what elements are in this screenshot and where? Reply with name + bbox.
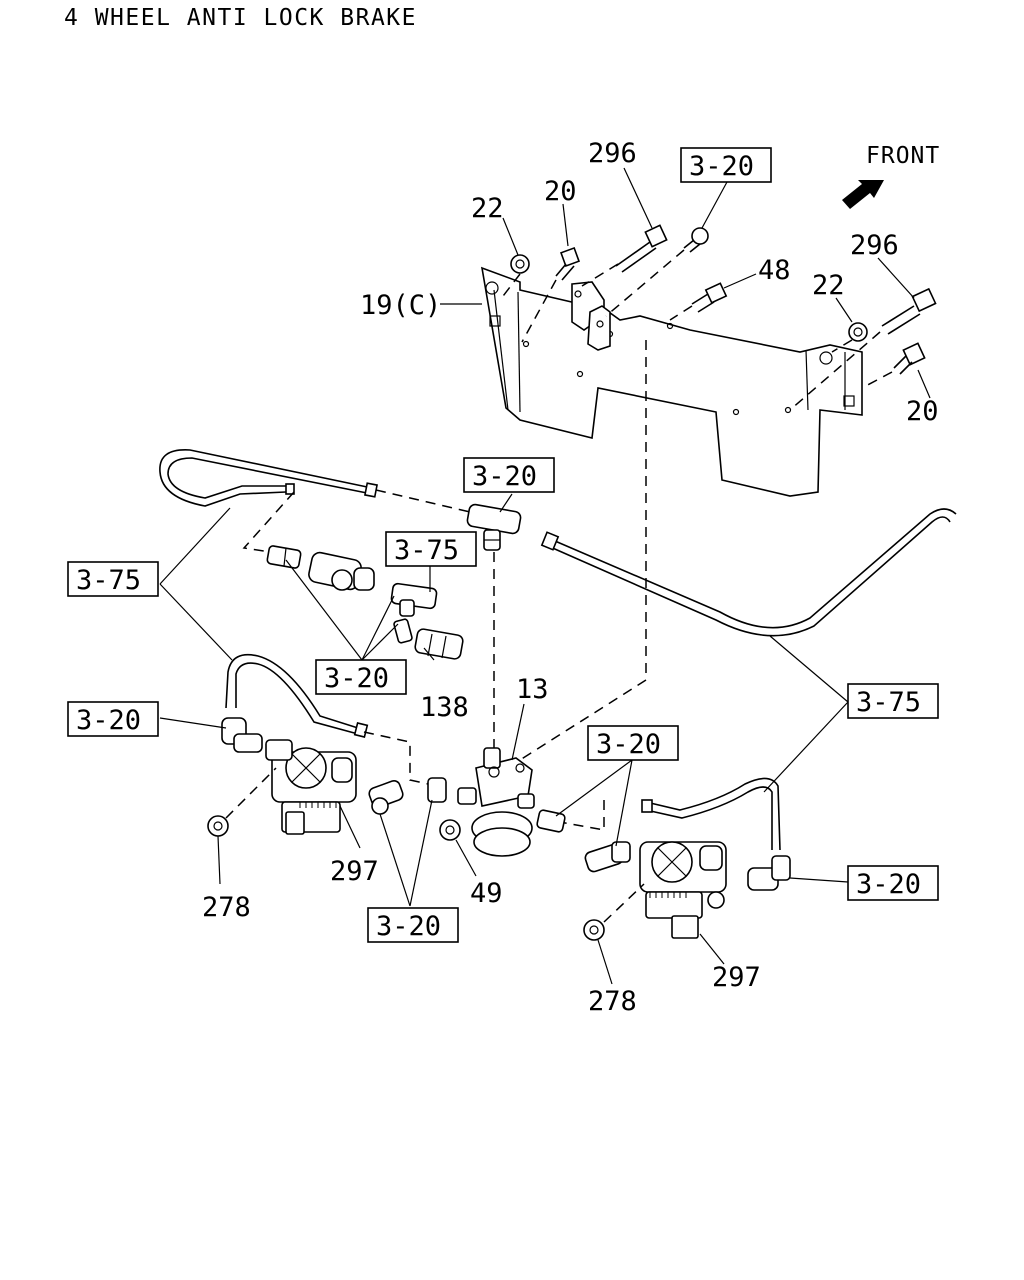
ref-box-3-75-right[interactable]: 3-75: [847, 683, 939, 719]
bolt-20-upper: [555, 247, 580, 281]
ref-3-20-right-low: 3-20: [856, 869, 921, 900]
ref-3-75-center: 3-75: [394, 535, 459, 566]
bolt-296-right: [881, 287, 937, 335]
tee-fitting-center: [390, 582, 438, 617]
nut-278-right: [583, 919, 605, 941]
label-19c: 19(C): [360, 290, 441, 321]
nut-278-left: [207, 815, 229, 837]
ref-3-75-right: 3-75: [856, 687, 921, 718]
elbow-fitting-right-right: [747, 855, 791, 891]
ref-3-75-left: 3-75: [76, 565, 141, 596]
ref-3-20-bottom: 3-20: [376, 911, 441, 942]
ref-3-20-left: 3-20: [76, 705, 141, 736]
ref-box-3-20-fittings[interactable]: 3-20: [315, 659, 407, 695]
ref-box-3-20-right-mid[interactable]: 3-20: [587, 725, 679, 761]
relay-valve-13: [457, 747, 535, 857]
label-22-right: 22: [812, 270, 845, 301]
bolt-3-20-upper: [683, 227, 709, 253]
fitting-straight-left: [266, 545, 302, 569]
label-278-left: 278: [202, 892, 251, 923]
label-49: 49: [470, 878, 503, 909]
label-296-right: 296: [850, 230, 899, 261]
ref-3-20-right-mid: 3-20: [596, 729, 661, 760]
label-297-left: 297: [330, 856, 379, 887]
diagram-title: 4 WHEEL ANTI LOCK BRAKE: [64, 5, 417, 31]
label-48: 48: [758, 255, 791, 286]
front-arrow-icon: [842, 180, 884, 209]
pipe-long-right: [540, 508, 957, 637]
elbow-fitting-right-left: [584, 841, 631, 873]
label-22-top: 22: [471, 193, 504, 224]
label-20-top: 20: [544, 176, 577, 207]
tee-fitting-top: [466, 503, 522, 551]
bolt-296-upper: [615, 224, 668, 273]
label-20-right: 20: [906, 396, 939, 427]
pipe-left-s: [225, 653, 369, 739]
elbow-fitting-center: [368, 780, 404, 815]
fitting-straight-center: [427, 777, 447, 803]
label-13: 13: [516, 674, 549, 705]
ref-box-3-20-left[interactable]: 3-20: [67, 701, 159, 737]
ref-box-3-75-center[interactable]: 3-75: [385, 531, 477, 567]
ref-3-20-tee: 3-20: [472, 461, 537, 492]
ref-box-3-20-right-low[interactable]: 3-20: [847, 865, 939, 901]
nut-22-right: [848, 322, 868, 342]
pipe-upper-loop: [159, 449, 378, 507]
label-296-top: 296: [588, 138, 637, 169]
ref-box-3-20-top[interactable]: 3-20: [680, 147, 772, 183]
nut-22-upper: [510, 254, 530, 274]
label-138: 138: [420, 692, 469, 723]
ref-box-3-20-bottom[interactable]: 3-20: [367, 907, 459, 943]
valve-body-center: [308, 551, 375, 591]
pipe-right-loop: [641, 777, 781, 851]
ref-3-20-top: 3-20: [689, 151, 754, 182]
bracket-19c: [480, 266, 863, 497]
label-297-right: 297: [712, 962, 761, 993]
ref-3-20-fittings: 3-20: [324, 663, 389, 694]
bolt-48: [691, 282, 728, 313]
sensor-138: [414, 628, 464, 660]
elbow-fitting-left: [221, 717, 263, 753]
modulator-valve-left: [265, 739, 357, 835]
ref-box-3-20-tee[interactable]: 3-20: [463, 457, 555, 493]
ref-box-3-75-left[interactable]: 3-75: [67, 561, 159, 597]
modulator-valve-right: [639, 841, 727, 939]
bolt-20-right: [893, 342, 926, 375]
label-278-right: 278: [588, 986, 637, 1017]
front-label: FRONT: [866, 143, 940, 169]
nut-49: [439, 819, 461, 841]
fitting-straight-right: [536, 809, 566, 833]
elbow-small-center: [393, 618, 413, 644]
